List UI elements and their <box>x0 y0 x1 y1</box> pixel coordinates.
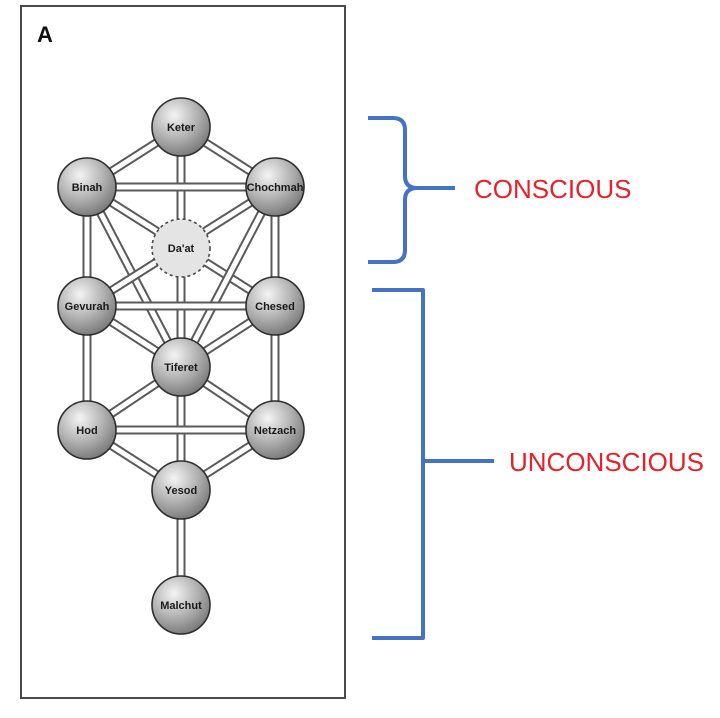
sephira-binah-sphere <box>57 157 117 217</box>
sephira-yesod-label: Yesod <box>165 485 197 497</box>
sephira-netzach-label: Netzach <box>254 425 296 437</box>
unconscious-label: UNCONSCIOUS <box>509 447 704 477</box>
sephira-hod: Hod <box>57 400 117 460</box>
sephira-chochmah: Chochmah <box>245 157 305 217</box>
sephira-malchut: Malchut <box>151 575 211 635</box>
sephira-keter: Keter <box>151 97 211 157</box>
sephira-keter-label: Keter <box>167 122 196 134</box>
conscious-label: CONSCIOUS <box>474 174 631 204</box>
sephira-chesed-sphere <box>245 276 305 336</box>
sephira-hod-label: Hod <box>76 425 97 437</box>
sephira-chochmah-label: Chochmah <box>247 182 304 194</box>
sephira-binah: Binah <box>57 157 117 217</box>
sephira-daat-sphere <box>151 218 211 278</box>
sephira-chesed-label: Chesed <box>255 301 295 313</box>
sephira-daat: Da'at <box>151 218 211 278</box>
sephira-yesod: Yesod <box>151 460 211 520</box>
panel-label: A <box>37 22 53 47</box>
path-chochmah-tiferet <box>177 184 279 370</box>
sephira-hod-sphere <box>57 400 117 460</box>
sephira-tiferet-label: Tiferet <box>164 362 198 374</box>
sephira-gevurah-label: Gevurah <box>65 301 110 313</box>
sephira-daat-label: Da'at <box>168 243 195 255</box>
sephira-gevurah-sphere <box>57 276 117 336</box>
sephira-malchut-sphere <box>151 575 211 635</box>
sephira-netzach-sphere <box>245 400 305 460</box>
unconscious-bracket <box>372 288 494 640</box>
conscious-bracket <box>368 116 455 264</box>
sephira-yesod-sphere <box>151 460 211 520</box>
sephira-tiferet-sphere <box>151 337 211 397</box>
sephira-binah-label: Binah <box>72 182 103 194</box>
sephira-netzach: Netzach <box>245 400 305 460</box>
sephira-tiferet: Tiferet <box>151 337 211 397</box>
sephira-keter-sphere <box>151 97 211 157</box>
sephira-chesed: Chesed <box>245 276 305 336</box>
sephira-chochmah-sphere <box>245 157 305 217</box>
sephira-malchut-label: Malchut <box>160 600 202 612</box>
sephira-gevurah: Gevurah <box>57 276 117 336</box>
